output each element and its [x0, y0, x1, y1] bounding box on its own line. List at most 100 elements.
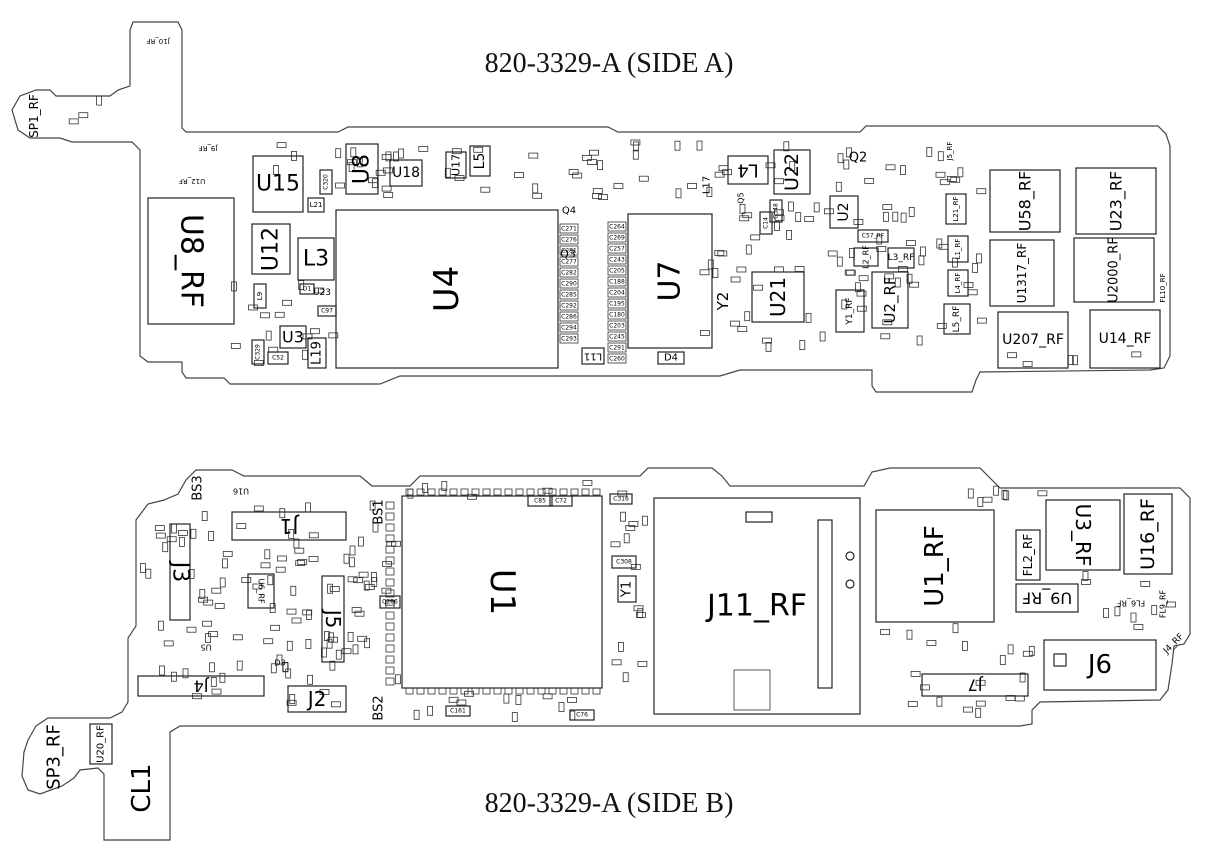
smd-pad: [222, 551, 233, 557]
side-a-cap-outline: [559, 256, 579, 267]
smd-pad: [762, 337, 772, 344]
side-b-fl9-rf-label: FL9_RF: [1159, 589, 1168, 618]
smd-pad: [1133, 624, 1144, 630]
side-a-l21-outline: [307, 197, 325, 213]
smd-pad: [441, 480, 448, 491]
smd-pad: [354, 610, 365, 617]
side-a-cap-label: C271: [561, 226, 577, 233]
smd-pad: [1130, 612, 1137, 623]
smd-pad: [260, 312, 270, 319]
smd-pad: [542, 693, 553, 700]
side-b-c72-outline: [549, 495, 573, 507]
smd-pad: [253, 505, 264, 512]
smd-pad: [739, 203, 746, 214]
smd-pad: [155, 532, 166, 539]
smd-pad: [935, 171, 946, 178]
smd-pad: [219, 577, 226, 588]
u1-pad: [482, 488, 491, 496]
side-a-l2-rf-outline: [853, 247, 879, 267]
u1-pad: [449, 687, 458, 695]
smd-pad: [270, 663, 277, 674]
side-a-l9-outline: [253, 283, 267, 309]
side-b-u9-rf-outline: [1015, 583, 1079, 613]
smd-pad: [514, 171, 524, 178]
smd-pad: [294, 547, 305, 554]
side-a-j10-rf-label: J10_RF: [146, 37, 170, 45]
smd-pad: [855, 282, 861, 293]
smd-pad: [78, 112, 89, 119]
smd-pad: [572, 172, 583, 179]
side-a-l21-rf-outline: [945, 193, 967, 225]
side-b-j3-outline: [169, 523, 191, 621]
smd-pad: [1151, 605, 1158, 615]
smd-pad: [611, 659, 622, 666]
smd-pad: [846, 147, 852, 158]
side-a-cap-outline: [607, 287, 627, 298]
side-a-l9-label: L9: [256, 292, 264, 300]
side-a-cap-outline: [559, 234, 579, 245]
side-a-cap-label: C257: [609, 246, 625, 253]
smd-pad: [511, 712, 518, 722]
smd-pad: [882, 204, 893, 211]
smd-pad: [203, 599, 214, 606]
side-a-u17-label: U17: [450, 154, 463, 176]
smd-pad: [819, 331, 826, 342]
side-a-y1-rf-outline: [835, 289, 865, 333]
side-a-cap-outline: [607, 276, 627, 287]
u1-pad: [385, 644, 395, 653]
side-b-c308-label: C308: [616, 559, 632, 566]
smd-pad: [827, 250, 838, 257]
smd-pad: [253, 360, 264, 367]
side-a-cap-outline: [607, 342, 627, 353]
u1-pad: [581, 488, 590, 496]
side-a-u12-label: U12: [259, 227, 284, 271]
side-a-u15-outline: [252, 155, 304, 213]
smd-pad: [633, 141, 639, 152]
smd-pad: [765, 162, 776, 169]
side-a-c348-outline: [769, 199, 783, 223]
smd-pad: [348, 557, 355, 568]
smd-pad: [270, 624, 281, 631]
smd-pad: [950, 176, 961, 183]
side-a-u14-rf-outline: [1089, 309, 1161, 369]
smd-pad: [211, 587, 222, 594]
side-b-j7-label: J7: [968, 676, 984, 695]
smd-pad: [290, 585, 297, 596]
side-a-u3-outline: [279, 325, 307, 349]
smd-pad: [730, 320, 740, 327]
smd-pad: [707, 259, 714, 270]
side-a-cap-label: C294: [561, 325, 577, 332]
side-b-bs2-label: BS2: [372, 695, 387, 720]
smd-pad: [739, 215, 750, 222]
side-a-l3-rf-outline: [887, 247, 915, 269]
smd-pad: [407, 488, 414, 499]
smd-pad: [920, 684, 930, 691]
smd-pad: [166, 536, 177, 543]
side-a-cap-label: C188: [609, 279, 625, 286]
side-b-c308-outline: [611, 555, 637, 569]
smd-pad: [305, 639, 312, 649]
side-a-l3-label: L3: [303, 247, 329, 272]
u1-pad: [405, 687, 414, 695]
smd-pad: [348, 161, 355, 172]
side-a-cap-label: C286: [561, 314, 577, 321]
side-b-c286-outline: [379, 595, 401, 609]
smd-pad: [305, 502, 312, 513]
side-a-cap-outline: [559, 333, 579, 344]
side-a-cap-outline: [607, 353, 627, 364]
side-b-j1-outline: [231, 511, 347, 541]
smd-pad: [96, 95, 102, 106]
smd-pad: [1037, 490, 1048, 497]
smd-pad: [589, 149, 599, 156]
smd-pad: [383, 192, 394, 199]
side-b-u20-rf-label: U20_RF: [96, 725, 107, 763]
smd-pad: [182, 668, 189, 679]
side-a-u207-rf-label: U207_RF: [1002, 332, 1064, 348]
u1-pad: [385, 633, 395, 642]
smd-pad: [804, 216, 815, 223]
u1-pad: [385, 523, 395, 532]
smd-pad: [939, 179, 950, 186]
smd-pad: [282, 299, 292, 306]
side-b-u1-rf-outline: [875, 509, 995, 623]
side-a-l5-outline: [469, 145, 491, 177]
